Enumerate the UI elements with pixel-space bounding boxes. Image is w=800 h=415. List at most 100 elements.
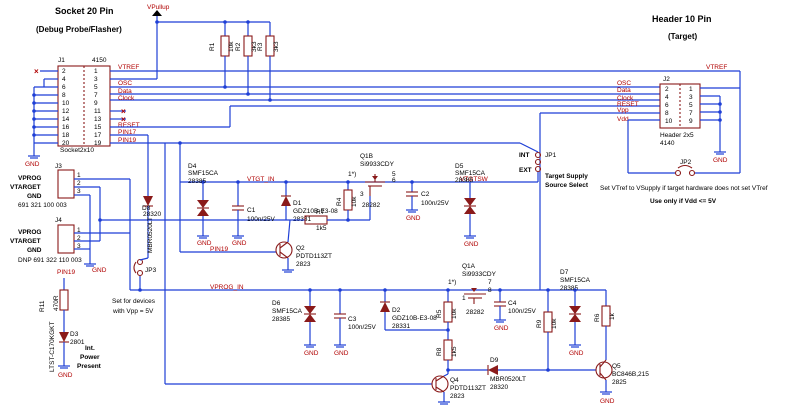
- svg-text:OSC: OSC: [118, 80, 132, 87]
- diode-d9: D9 MBR0520LT 28320: [446, 357, 548, 391]
- j1-pin-11: 11: [94, 108, 101, 115]
- svg-text:GND: GND: [25, 161, 40, 168]
- svg-text:VPROG: VPROG: [18, 175, 41, 182]
- svg-text:5: 5: [392, 171, 396, 178]
- svg-text:Q2: Q2: [296, 245, 305, 252]
- connector-j4: J4 VPROG VTARGET GND DNP 691 322 110 003…: [10, 179, 290, 290]
- svg-text:470R: 470R: [53, 295, 60, 311]
- j1-pin-8: 8: [62, 92, 66, 99]
- j2-pin-8: 8: [665, 110, 669, 117]
- svg-text:4150: 4150: [92, 57, 107, 64]
- svg-text:×: ×: [121, 115, 126, 124]
- transistor-q4: Q4 PDTD113ZT 2823: [164, 143, 486, 405]
- jp2-note-2: Use only if Vdd <= 5V: [650, 198, 717, 205]
- svg-text:28282: 28282: [466, 309, 484, 316]
- j1-pin-9: 9: [94, 100, 98, 107]
- svg-text:1k5: 1k5: [316, 225, 327, 232]
- svg-text:1k: 1k: [609, 312, 616, 320]
- svg-text:Q4: Q4: [450, 377, 459, 384]
- svg-text:VPROG_IN: VPROG_IN: [210, 284, 244, 291]
- resistor-r7: R7 1k5: [290, 196, 371, 232]
- j2-wiring: GND Vpp Vdd: [539, 71, 741, 290]
- svg-text:Q5: Q5: [612, 363, 621, 370]
- svg-text:GDZ10B-E3-08: GDZ10B-E3-08: [293, 208, 338, 215]
- svg-text:R2: R2: [235, 42, 242, 51]
- svg-text:R11: R11: [39, 300, 46, 312]
- j1-pin-3: 3: [94, 76, 98, 83]
- svg-text:28385: 28385: [455, 177, 473, 184]
- svg-text:28331: 28331: [392, 323, 410, 330]
- svg-text:3: 3: [77, 243, 81, 250]
- svg-text:GND: GND: [464, 241, 479, 248]
- j1-right-nets: VTREF VTREF OSC OSC Data Data Clock Cloc…: [110, 64, 740, 252]
- svg-text:Data: Data: [118, 88, 132, 95]
- svg-text:C4: C4: [508, 300, 517, 307]
- svg-text:SMF15CA: SMF15CA: [188, 170, 219, 177]
- svg-text:R1: R1: [209, 42, 216, 51]
- svg-text:Socket2x10: Socket2x10: [60, 147, 94, 154]
- svg-text:Source Select: Source Select: [545, 182, 589, 189]
- svg-text:GND: GND: [232, 240, 247, 247]
- svg-text:28320: 28320: [143, 211, 161, 218]
- svg-text:Header 2x5: Header 2x5: [660, 132, 694, 139]
- connector-j3: J3 VPROG VTARGET GND 691 321 100 003 1 2…: [10, 163, 130, 209]
- transistor-q1a: Q1A Si9933CDY 1*) 7 8 1 28282: [448, 263, 497, 316]
- j1-pin-10: 10: [62, 100, 70, 107]
- svg-text:28282: 28282: [362, 202, 380, 209]
- svg-text:PIN19: PIN19: [57, 269, 75, 276]
- capacitor-c1: C1 100n/25V GND: [232, 182, 275, 247]
- svg-text:28385: 28385: [188, 178, 206, 185]
- diode-d4: D4 SMF15CA 28385 GND: [188, 163, 219, 247]
- svg-text:J4: J4: [55, 217, 62, 224]
- svg-text:BC846B,215: BC846B,215: [612, 371, 649, 378]
- svg-text:×: ×: [34, 67, 39, 76]
- j1-pin-1: 1: [94, 68, 98, 75]
- j1-pin-17: 17: [94, 132, 102, 139]
- svg-text:Clock: Clock: [118, 95, 135, 102]
- diode-d5: D5 SMF15CA 28385 GND: [455, 163, 486, 248]
- svg-text:R3: R3: [257, 42, 264, 51]
- svg-text:×: ×: [121, 107, 126, 116]
- j1-pin-15: 15: [94, 124, 102, 131]
- svg-text:D1: D1: [293, 200, 302, 207]
- resistor-r4: R4 10k: [336, 182, 358, 220]
- svg-text:VTREF: VTREF: [118, 64, 139, 71]
- title-left: Socket 20 Pin: [55, 6, 114, 16]
- svg-text:LTST-C170KGKT: LTST-C170KGKT: [49, 322, 56, 372]
- svg-text:1*): 1*): [348, 171, 356, 178]
- svg-text:10k: 10k: [451, 308, 458, 319]
- svg-text:2: 2: [77, 235, 81, 242]
- svg-text:GND: GND: [600, 398, 615, 405]
- svg-text:SMF15CA: SMF15CA: [560, 277, 591, 284]
- svg-text:Q1B: Q1B: [360, 153, 373, 160]
- j2-pin-6: 6: [665, 102, 669, 109]
- svg-text:D2: D2: [392, 307, 401, 314]
- diode-d1: D1 GDZ10B-E3-08 28331: [281, 182, 338, 223]
- svg-text:Power: Power: [80, 354, 100, 361]
- svg-text:6: 6: [392, 177, 396, 184]
- j2-pin-5: 5: [689, 102, 693, 109]
- svg-text:Present: Present: [77, 363, 102, 370]
- svg-text:1*): 1*): [448, 279, 456, 286]
- svg-text:GND: GND: [406, 215, 421, 222]
- svg-text:with Vpp = 5V: with Vpp = 5V: [112, 308, 154, 315]
- svg-text:D6: D6: [272, 300, 281, 307]
- svg-text:28385: 28385: [560, 285, 578, 292]
- title-right: Header 10 Pin: [652, 14, 712, 24]
- svg-text:GND: GND: [197, 240, 212, 247]
- capacitor-c4: C4 100n/25V GND: [494, 288, 536, 332]
- svg-text:JP2: JP2: [680, 159, 692, 166]
- svg-text:Data: Data: [617, 87, 631, 94]
- svg-text:Vpp: Vpp: [617, 107, 629, 114]
- j1-pin-20: 20: [62, 140, 70, 147]
- svg-text:28320: 28320: [490, 384, 508, 391]
- svg-text:Si9933CDY: Si9933CDY: [360, 161, 395, 168]
- j2-pin-1: 1: [689, 86, 693, 93]
- subtitle-left: (Debug Probe/Flasher): [36, 25, 122, 34]
- svg-text:OSC: OSC: [617, 80, 631, 87]
- resistor-r1: R1 10k: [209, 35, 235, 88]
- svg-text:3: 3: [360, 191, 364, 198]
- svg-text:28385: 28385: [272, 316, 290, 323]
- svg-text:8: 8: [488, 287, 492, 294]
- transistor-q1b: Q1B Si9933CDY 1*) 5 6 3 28282: [348, 153, 396, 209]
